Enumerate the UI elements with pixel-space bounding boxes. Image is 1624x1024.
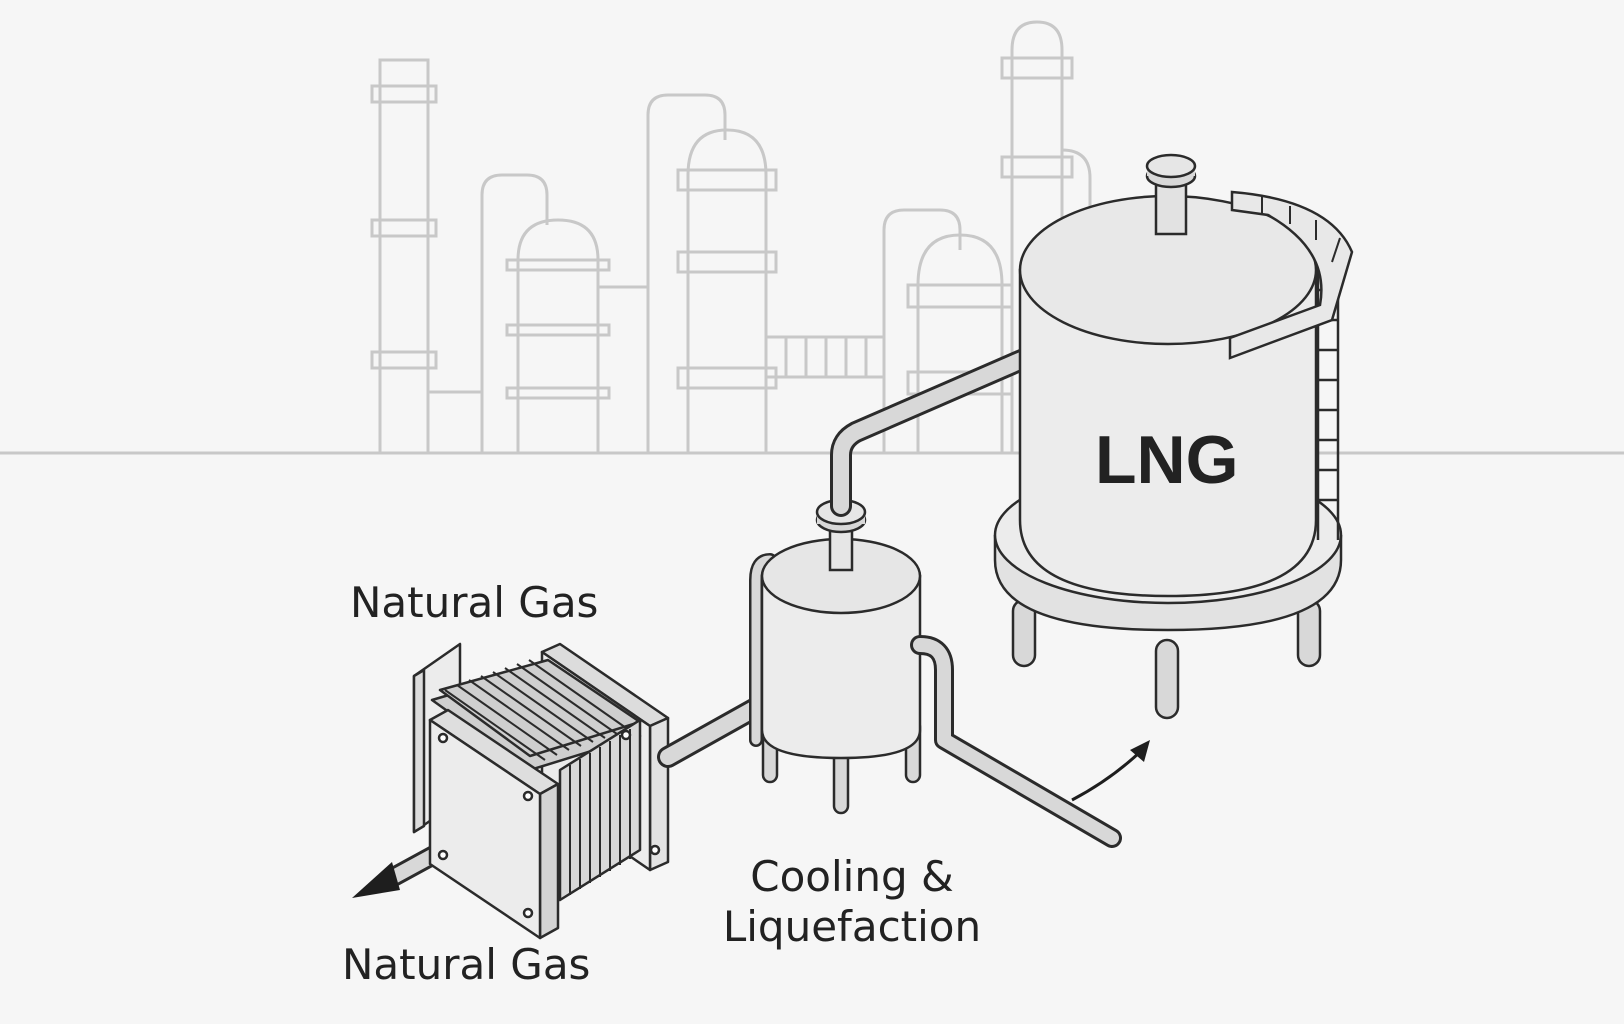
process-label-line-2: Liquefaction xyxy=(722,902,982,952)
tank-railing xyxy=(1228,190,1354,360)
feed-pipe xyxy=(830,341,1051,517)
outlet-label: Natural Gas xyxy=(342,940,591,989)
background-column-5 xyxy=(1010,20,1064,453)
background-column-2 xyxy=(516,218,600,453)
process-label-line-1: Cooling & xyxy=(750,852,954,901)
curved-arrow-icon xyxy=(1071,750,1142,802)
background-column-4 xyxy=(916,233,1004,453)
inlet-label: Natural Gas xyxy=(350,578,599,627)
tank-label: LNG xyxy=(1095,422,1239,498)
lng-tank xyxy=(993,153,1354,720)
cooling-vessel xyxy=(749,498,922,815)
return-pipe xyxy=(910,635,1150,848)
process-label: Cooling & Liquefaction xyxy=(712,852,992,953)
arrow-head-icon xyxy=(352,862,400,898)
background-column-3 xyxy=(686,128,768,453)
background-stack-1 xyxy=(378,58,430,455)
refinery-skyline xyxy=(0,20,1624,455)
heat-exchanger xyxy=(412,642,670,940)
